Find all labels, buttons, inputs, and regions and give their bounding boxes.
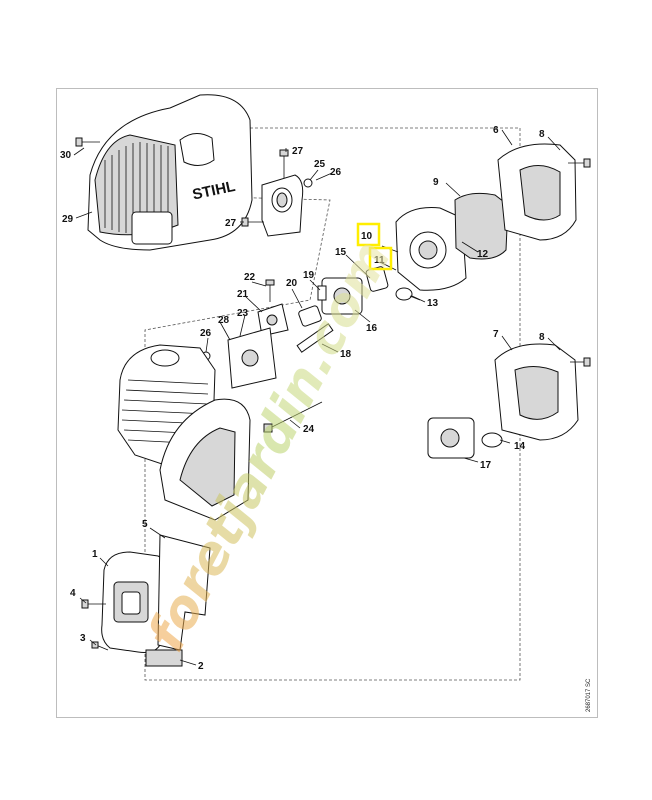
filter-cover-upper: [497, 143, 577, 241]
part-label-4: 4: [70, 588, 76, 599]
gasket-20: [298, 305, 322, 327]
engine-block: [117, 344, 251, 521]
part-label-8-lower: 8: [539, 332, 545, 343]
part-label-26-left: 26: [200, 328, 212, 339]
part-label-27-left: 27: [225, 218, 237, 229]
highlight-box-11: [368, 246, 393, 271]
air-filter: [454, 192, 509, 260]
engine-shroud: STIHL: [87, 94, 253, 251]
part-label-27-top: 27: [292, 146, 304, 157]
screw-3: [91, 641, 109, 651]
part-label-7: 7: [493, 329, 499, 340]
carburetor: [317, 277, 363, 315]
choke-knob: [395, 287, 421, 301]
part-label-17: 17: [480, 460, 492, 471]
part-label-12: 12: [477, 249, 489, 260]
part-label-28: 28: [218, 315, 230, 326]
part-label-9: 9: [433, 177, 439, 188]
part-label-11: 11: [374, 255, 385, 266]
muffler: [101, 551, 167, 653]
part-label-30: 30: [60, 150, 72, 161]
screw-27-left: [241, 217, 264, 227]
part-label-21: 21: [237, 289, 249, 300]
part-label-20: 20: [286, 278, 298, 289]
long-bolt-24: [263, 401, 323, 433]
part-label-14: 14: [514, 441, 526, 452]
part-label-29: 29: [62, 214, 74, 225]
screw-27-top: [279, 149, 289, 178]
part-label-25: 25: [314, 159, 326, 170]
manifold-bracket: [261, 174, 313, 237]
intake-flange: [227, 303, 289, 389]
part-label-6: 6: [493, 125, 499, 136]
part-label-3: 3: [80, 633, 86, 644]
part-label-24: 24: [303, 424, 315, 435]
carburetor-17: [427, 417, 503, 459]
part-label-10: 10: [361, 231, 373, 242]
part-label-2: 2: [198, 661, 204, 672]
part-label-8-upper: 8: [539, 129, 545, 140]
diagram-frame: [56, 88, 598, 718]
part-label-26-top: 26: [330, 167, 342, 178]
part-label-18: 18: [340, 349, 352, 360]
filter-base: [395, 207, 467, 291]
doc-reference: 2687017 SC: [586, 678, 592, 712]
highlight-box-10: [356, 222, 381, 247]
fuel-hose-18: [296, 323, 334, 353]
part-label-22: 22: [244, 272, 256, 283]
screw-4: [81, 599, 106, 609]
part-label-5: 5: [142, 519, 148, 530]
screw-22: [265, 279, 275, 302]
part-label-23: 23: [237, 308, 249, 319]
part-label-16: 16: [366, 323, 378, 334]
part-label-13: 13: [427, 298, 439, 309]
part-label-19: 19: [303, 270, 315, 281]
part-label-1: 1: [92, 549, 98, 560]
heat-shield-plate: [145, 534, 211, 667]
screw-30: [75, 137, 100, 147]
filter-cover-lower: [494, 343, 579, 441]
part-label-15: 15: [335, 247, 347, 258]
screw-8-upper: [568, 158, 591, 168]
screw-8-lower: [570, 357, 591, 367]
